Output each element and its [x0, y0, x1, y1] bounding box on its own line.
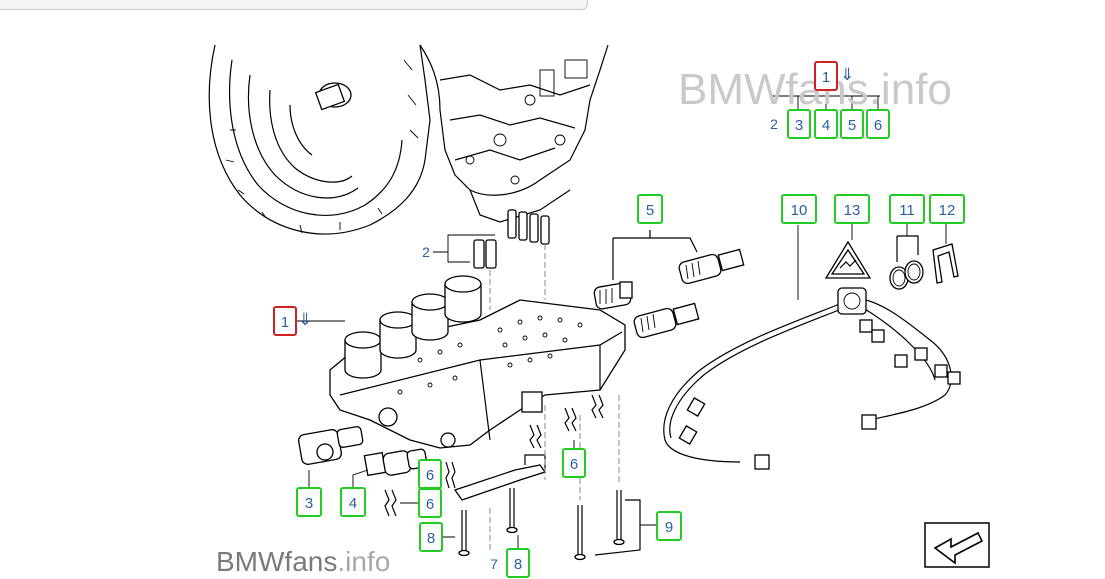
top-scrollbar-edge — [0, 0, 588, 10]
svg-text:6: 6 — [570, 456, 578, 473]
wiring-harness-drawing — [663, 225, 961, 470]
solenoid-valves-drawing — [593, 230, 745, 339]
svg-text:6: 6 — [426, 496, 434, 513]
valve-body-drawing — [329, 209, 626, 449]
solenoid-3-4-drawing — [297, 426, 428, 477]
callout-1[interactable]: 1 — [273, 306, 297, 336]
callout-11[interactable]: 11 — [889, 194, 925, 224]
callout-4[interactable]: 4 — [340, 487, 366, 517]
callout-13[interactable]: 13 — [834, 194, 870, 224]
transmission-housing-drawing — [208, 44, 609, 235]
callout-3[interactable]: 3 — [296, 487, 322, 517]
callout-4-top[interactable]: 4 — [814, 109, 838, 139]
label-2-top: 2 — [770, 116, 778, 132]
callout-9[interactable]: 9 — [656, 511, 682, 541]
callout-8-a[interactable]: 8 — [419, 522, 443, 552]
watermark-bottom: BMWfans.info — [216, 546, 390, 577]
callout-6-a[interactable]: 6 — [418, 459, 442, 489]
callout-5-top[interactable]: 5 — [840, 109, 864, 139]
down-arrow-icon-2[interactable]: ⇓ — [298, 310, 312, 330]
warning-triangle-label — [824, 240, 872, 279]
o-rings-drawing — [889, 235, 924, 290]
svg-text:8: 8 — [427, 530, 435, 547]
label-7: 7 — [490, 556, 498, 572]
svg-text:12: 12 — [939, 202, 956, 219]
svg-text:11: 11 — [899, 202, 915, 219]
svg-text:5: 5 — [848, 117, 856, 134]
callout-6-b[interactable]: 6 — [562, 448, 586, 478]
callout-1-top[interactable]: 1 — [814, 61, 838, 91]
svg-text:8: 8 — [514, 556, 522, 573]
callout-3-top[interactable]: 3 — [787, 109, 811, 139]
callout-10[interactable]: 10 — [781, 194, 817, 224]
retaining-clip-drawing — [932, 243, 959, 284]
svg-text:4: 4 — [349, 495, 357, 512]
svg-text:3: 3 — [305, 495, 313, 512]
svg-text:1: 1 — [822, 69, 830, 86]
callout-5[interactable]: 5 — [637, 194, 663, 224]
leader-lines — [297, 90, 947, 548]
svg-text:13: 13 — [844, 202, 861, 219]
svg-text:5: 5 — [646, 202, 654, 219]
return-arrow-icon[interactable] — [924, 522, 990, 568]
clips-drawing — [384, 391, 604, 517]
label-2: 2 — [422, 244, 430, 260]
callout-8-b[interactable]: 8 — [506, 548, 530, 578]
callout-6-top[interactable]: 6 — [866, 109, 890, 139]
svg-text:10: 10 — [791, 202, 808, 219]
svg-text:4: 4 — [822, 117, 830, 134]
svg-text:6: 6 — [426, 467, 434, 484]
bracket-and-bolts-drawing — [453, 395, 641, 561]
svg-text:6: 6 — [874, 117, 882, 134]
callout-12[interactable]: 12 — [929, 194, 965, 224]
svg-text:1: 1 — [281, 314, 289, 331]
svg-text:9: 9 — [665, 519, 673, 536]
callout-6-c[interactable]: 6 — [418, 488, 442, 518]
svg-text:3: 3 — [795, 117, 803, 134]
down-arrow-icon[interactable]: ⇓ — [840, 65, 854, 85]
